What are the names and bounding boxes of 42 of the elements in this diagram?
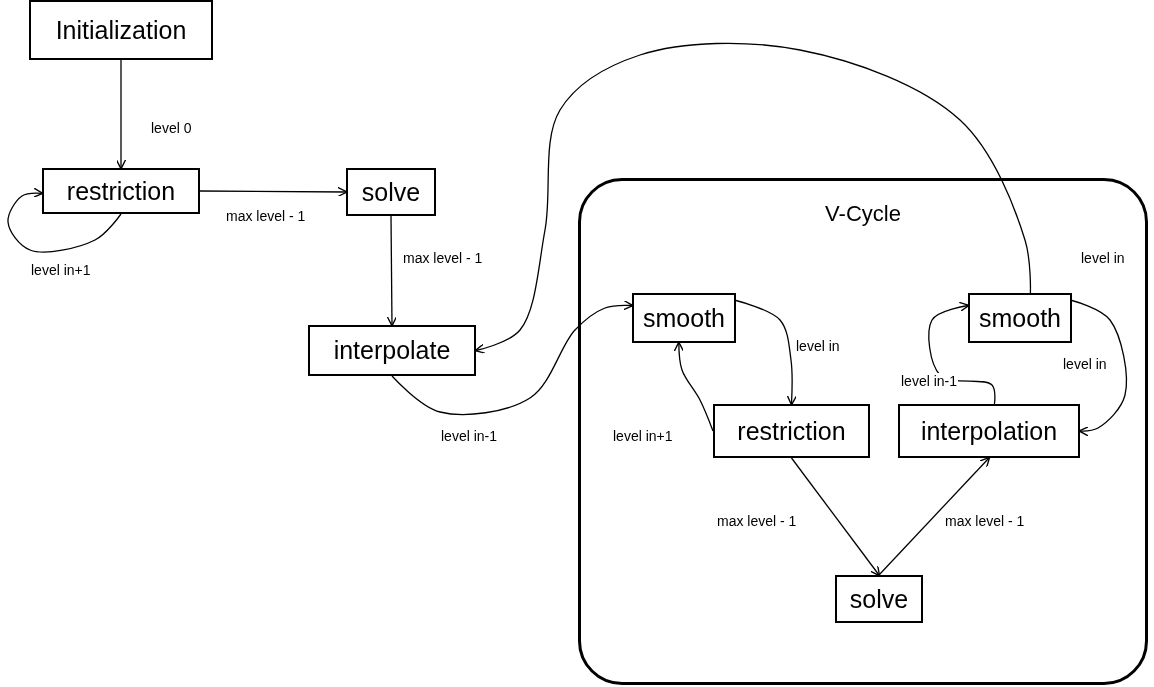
node-label: Initialization [55,15,187,45]
node-label: restriction [737,416,846,446]
process-box [29,0,213,60]
process-box [346,168,436,216]
arrow [928,301,996,405]
edge-label: level in+1 [612,428,674,444]
process-box [308,325,476,376]
node-label: interpolate [333,336,451,365]
edge-label: max level - 1 [225,208,307,224]
arrow [673,341,714,432]
node-label: restriction [66,176,176,206]
process-box [968,293,1072,343]
process-box [632,293,736,343]
process-box [835,575,923,623]
arrow [199,186,348,198]
edge-label: level in [1080,250,1126,266]
arrow [386,215,398,327]
edge-label: level in-1 [440,428,499,444]
edge-label: level in+1 [30,262,92,278]
node-label: smooth [979,303,1061,333]
group-title: V-Cycle [824,201,902,227]
arrow [7,187,122,253]
process-box [713,404,870,458]
node-label: smooth [643,303,725,333]
arrow [391,300,634,416]
arrow [735,299,798,406]
node-label: solve [849,584,909,614]
edge-label: max level - 1 [402,250,484,266]
edge-label: level 0 [150,120,193,136]
edge-label: max level - 1 [716,513,798,529]
node-label: interpolation [920,416,1058,446]
process-box [898,404,1080,458]
arrow [115,59,127,170]
edge-label: level in-1 [900,373,959,389]
arrow [790,457,881,577]
edge-label: level in [795,338,841,354]
node-label: solve [361,177,421,207]
process-box [42,168,200,214]
edge-label: max level - 1 [944,513,1026,529]
arrow [1071,299,1127,437]
arrow [878,456,991,576]
edge-label: level in [1062,356,1108,372]
